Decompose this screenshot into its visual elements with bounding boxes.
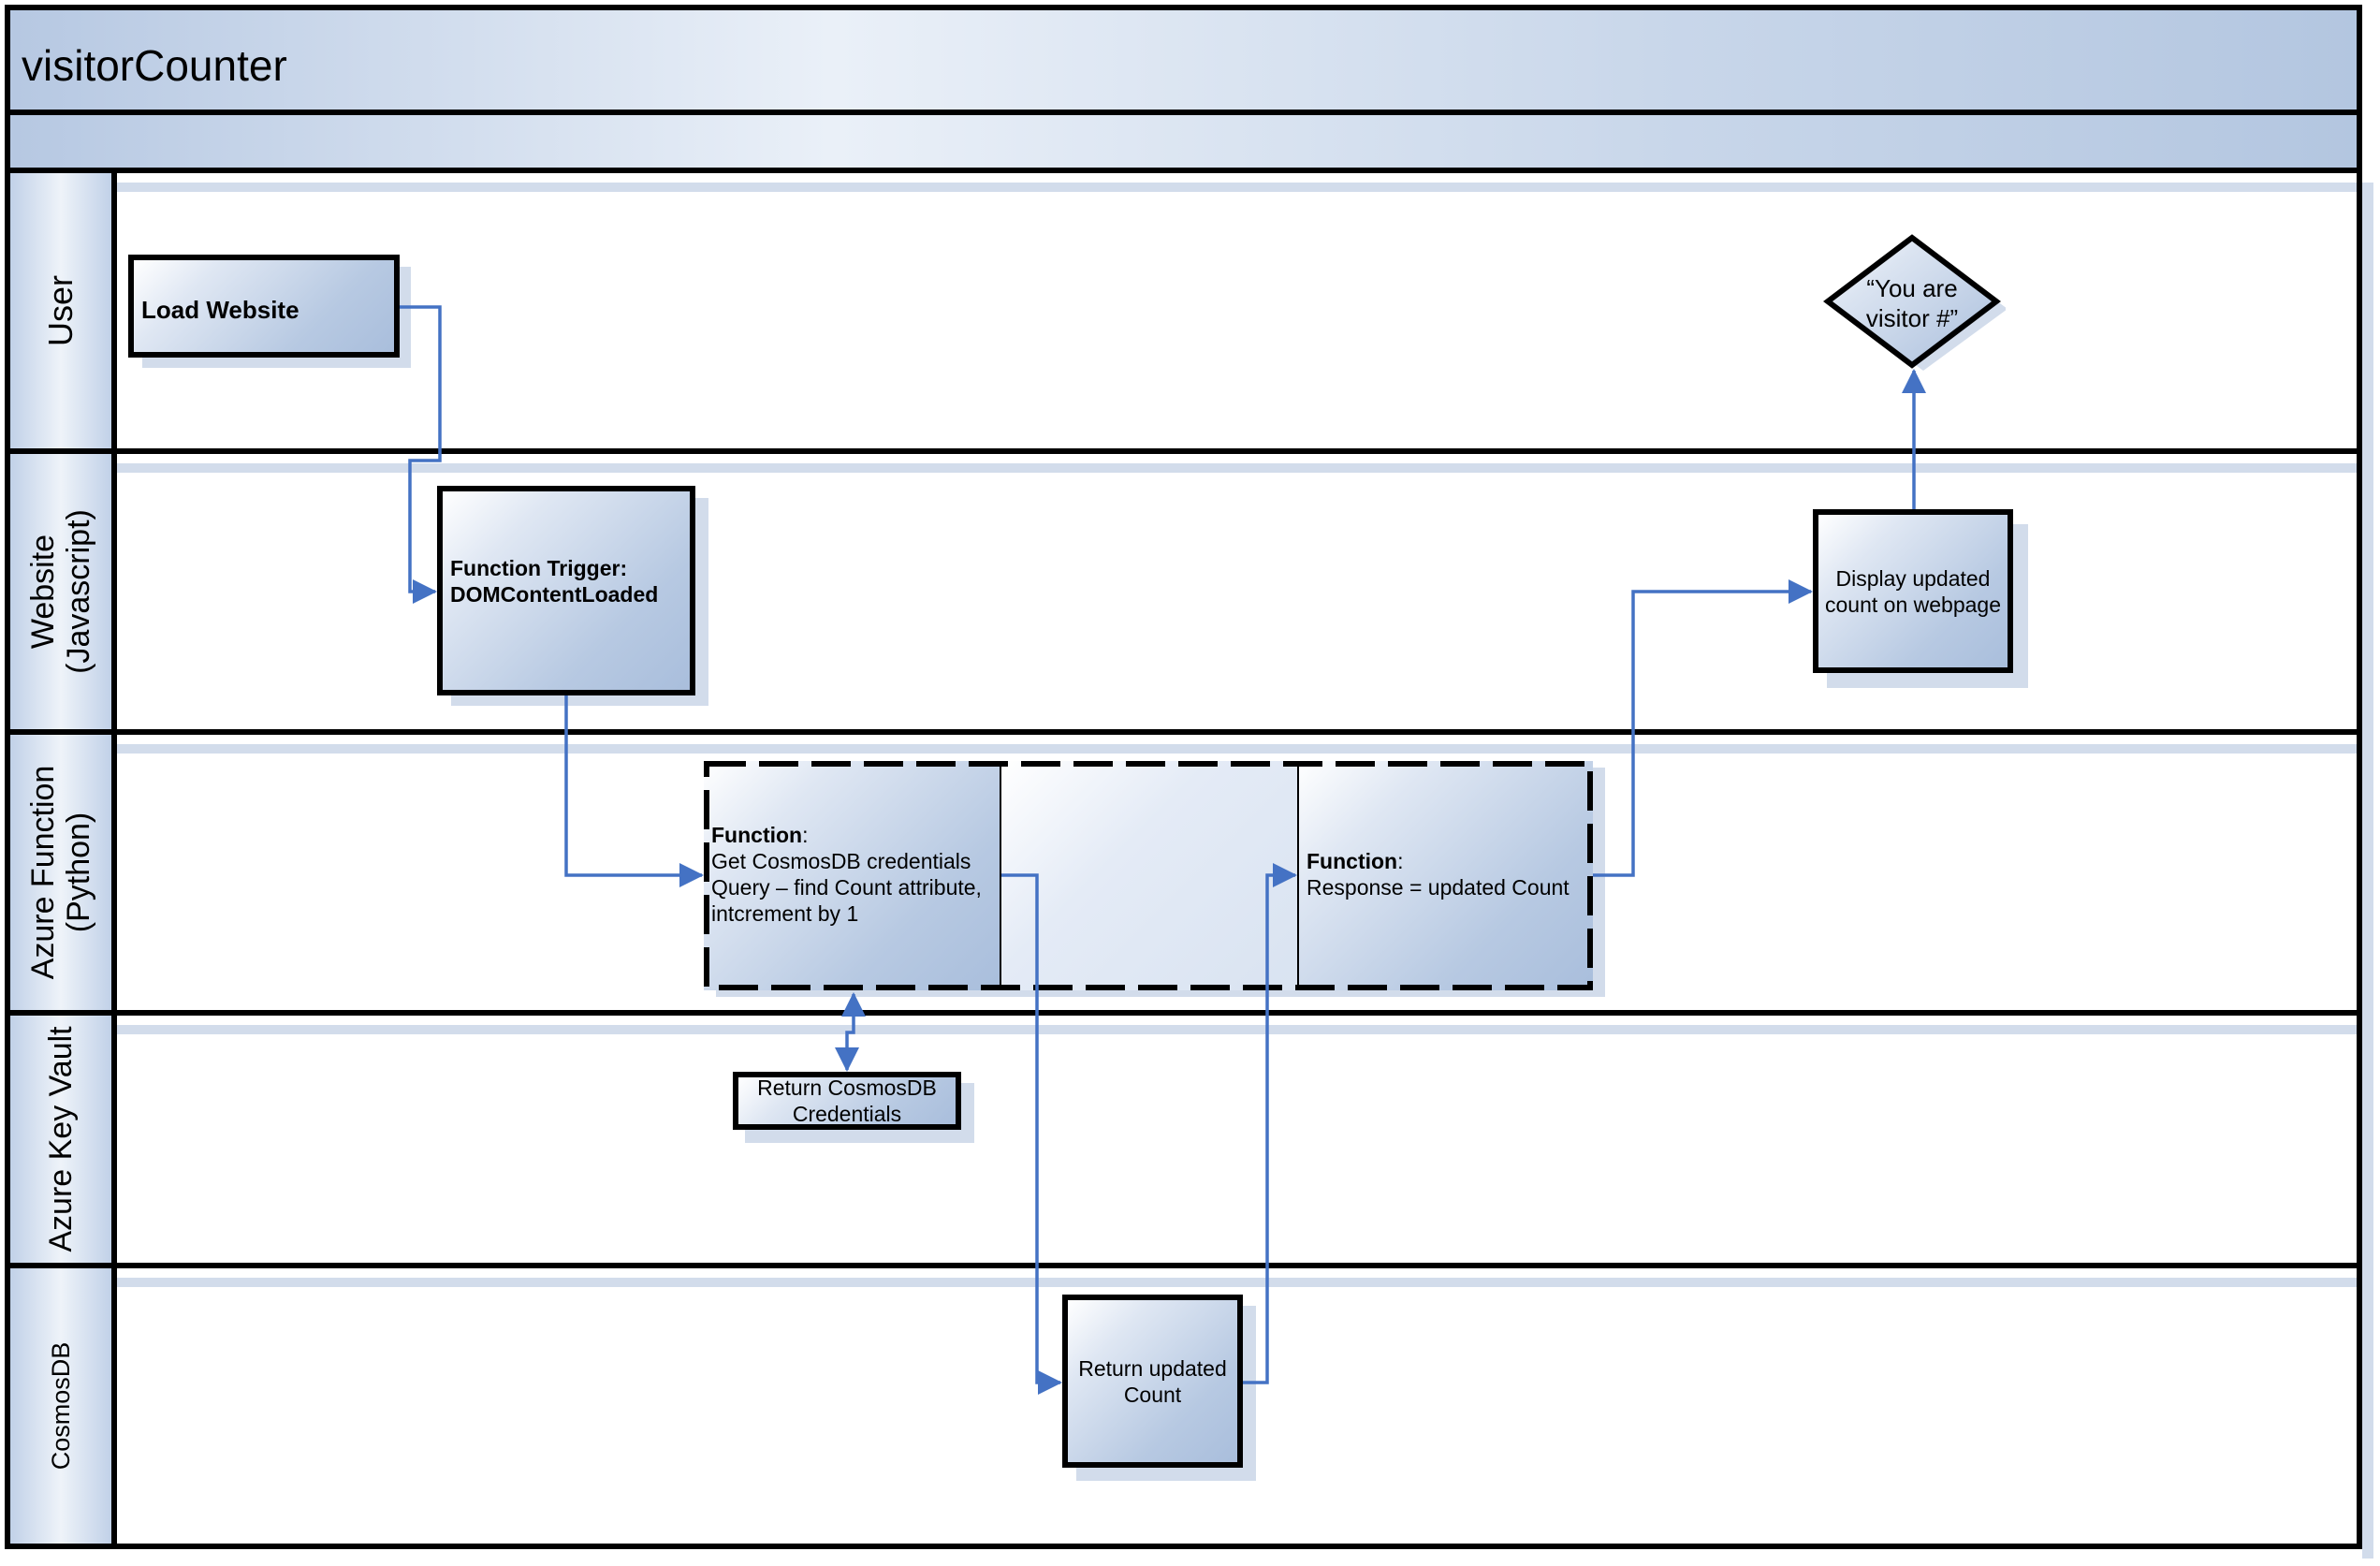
node-display-count-label: Display updated count on webpage [1825, 565, 2001, 617]
node-load-website: Load Website [128, 255, 400, 358]
edge-trigger-to-function [564, 695, 704, 887]
lane-shadow [117, 744, 2373, 754]
pool-shadow [2362, 183, 2373, 1559]
function-group: Function: Get CosmosDB credentials Query… [704, 761, 1593, 990]
pool-title: visitorCounter [22, 41, 287, 90]
lane-shadow [117, 1278, 2373, 1287]
node-visitor-message-label: “You are visitor #” [1865, 274, 1959, 332]
node-function-response: Function: Response = updated Count [1297, 761, 1593, 990]
edge-function-to-credentials [835, 992, 866, 1072]
node-return-credentials: Return CosmosDB Credentials [733, 1072, 961, 1130]
node-visitor-message-shape [1823, 234, 2006, 371]
node-function-response-label: Function: Response = updated Count [1307, 849, 1570, 900]
lane-header-azure-function: Azure Function (Python) [5, 735, 117, 1010]
lane-header-azure-key-vault: Azure Key Vault [5, 1016, 117, 1263]
function-group-middle [1001, 761, 1297, 990]
pool-sub-bar [5, 115, 2362, 173]
node-function-trigger: Function Trigger: DOMContentLoaded [437, 486, 695, 695]
node-return-credentials-label: Return CosmosDB Credentials [757, 1075, 937, 1126]
lane-header-user: User [5, 173, 117, 448]
lane-header-website: Website (Javascript) [5, 454, 117, 729]
edge-function-to-count [1001, 873, 1062, 1395]
node-function-get: Function: Get CosmosDB credentials Query… [704, 761, 1001, 990]
node-function-get-label: Function: Get CosmosDB credentials Query… [711, 823, 982, 927]
node-load-website-label: Load Website [141, 296, 299, 324]
edge-count-to-response [1243, 863, 1297, 1384]
node-return-count: Return updated Count [1062, 1295, 1243, 1468]
lane-header-cosmosdb: CosmosDB [5, 1268, 117, 1544]
lane-shadow [117, 463, 2373, 473]
function-group-border [704, 761, 1593, 990]
lane-shadow [117, 183, 2373, 192]
pool-title-bar: visitorCounter [5, 5, 2362, 115]
node-function-trigger-label: Function Trigger: DOMContentLoaded [450, 556, 659, 607]
lane-shadow [117, 1025, 2373, 1034]
edge-load-to-trigger [400, 305, 442, 604]
node-display-count: Display updated count on webpage [1813, 509, 2013, 673]
edge-response-to-display [1593, 579, 1813, 877]
node-return-count-label: Return updated Count [1078, 1355, 1227, 1407]
